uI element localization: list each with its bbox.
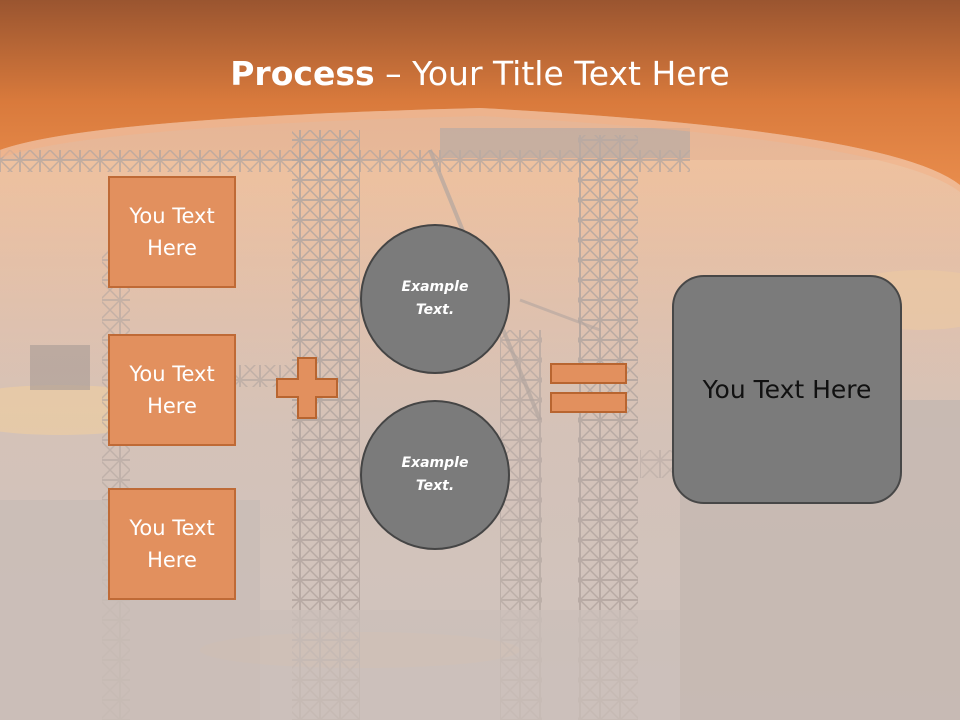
result-box-label: You Text Here	[702, 375, 872, 404]
slide-title: Process – Your Title Text Here	[0, 52, 960, 96]
plus-icon	[276, 357, 338, 419]
text-box-1: You Text Here	[108, 176, 236, 288]
title-rest: – Your Title Text Here	[374, 54, 730, 93]
equals-icon-top-bar	[550, 363, 627, 384]
example-circle-1: Example Text.	[360, 224, 510, 374]
text-box-label: You Text Here	[129, 362, 215, 418]
text-box-label: You Text Here	[129, 204, 215, 260]
equals-icon-bottom-bar	[550, 392, 627, 413]
text-box-2: You Text Here	[108, 334, 236, 446]
result-box: You Text Here	[672, 275, 902, 504]
text-box-3: You Text Here	[108, 488, 236, 600]
circle-label: Example Text.	[401, 279, 469, 318]
example-circle-2: Example Text.	[360, 400, 510, 550]
text-box-label: You Text Here	[129, 516, 215, 572]
circle-label: Example Text.	[401, 455, 469, 494]
title-bold: Process	[230, 54, 375, 93]
